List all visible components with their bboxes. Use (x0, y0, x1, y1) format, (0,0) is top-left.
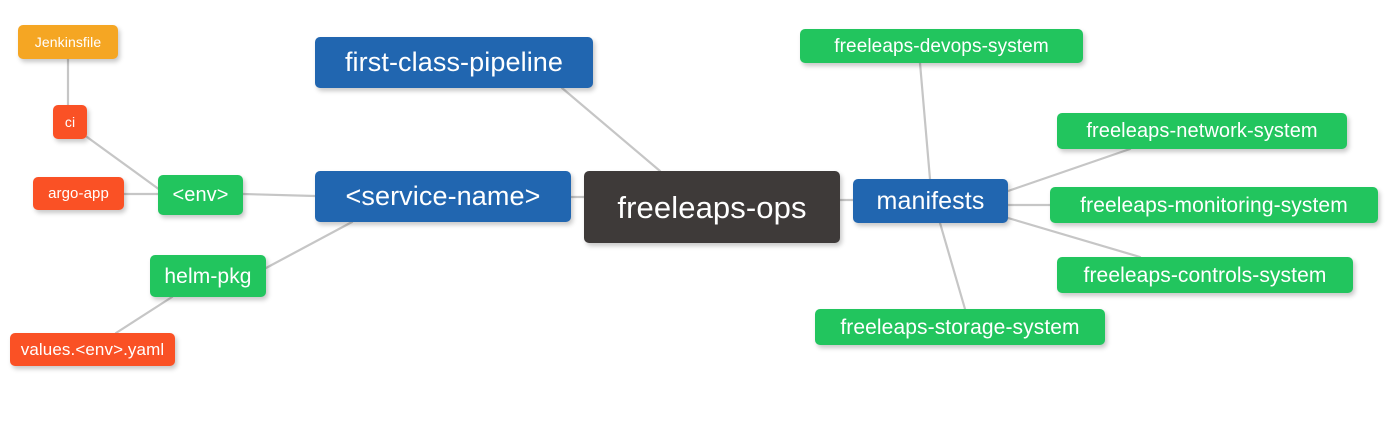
node-label: argo-app (48, 185, 109, 202)
node-ci[interactable]: ci (53, 105, 87, 139)
edge-manifests-controls-system (1006, 216, 1142, 259)
node-label: manifests (876, 186, 985, 215)
node-label: freeleaps-devops-system (834, 35, 1049, 57)
node-label: <service-name> (345, 181, 541, 211)
node-freeleaps-controls-system[interactable]: freeleaps-controls-system (1057, 257, 1353, 293)
node-label: freeleaps-ops (617, 189, 807, 225)
node-label: ci (64, 114, 76, 130)
node-label: Jenkinsfile (34, 34, 102, 50)
edge-first-class-freeleaps-ops (560, 86, 662, 173)
edge-env-service-name (241, 192, 317, 198)
node-env[interactable]: <env> (158, 175, 243, 215)
node-label: values.<env>.yaml (20, 340, 165, 359)
edge-manifests-network-system (1006, 147, 1132, 193)
edge-manifests-devops-system (918, 61, 932, 181)
edge-helm-pkg-values (114, 295, 174, 335)
node-label: helm-pkg (164, 264, 252, 288)
node-freeleaps-storage-system[interactable]: freeleaps-storage-system (815, 309, 1105, 345)
node-first-class-pipeline[interactable]: first-class-pipeline (315, 37, 593, 88)
node-manifests[interactable]: manifests (853, 179, 1008, 223)
node-freeleaps-network-system[interactable]: freeleaps-network-system (1057, 113, 1347, 149)
node-label: freeleaps-network-system (1086, 120, 1318, 142)
node-freeleaps-ops-root[interactable]: freeleaps-ops (584, 171, 840, 243)
node-argo-app[interactable]: argo-app (33, 177, 124, 210)
node-freeleaps-devops-system[interactable]: freeleaps-devops-system (800, 29, 1083, 63)
node-label: <env> (172, 184, 229, 206)
node-freeleaps-monitoring-system[interactable]: freeleaps-monitoring-system (1050, 187, 1378, 223)
edge-service-name-helm-pkg (264, 220, 354, 270)
node-values-env-yaml[interactable]: values.<env>.yaml (10, 333, 175, 366)
node-label: freeleaps-monitoring-system (1080, 193, 1348, 217)
node-label: first-class-pipeline (344, 47, 564, 77)
node-helm-pkg[interactable]: helm-pkg (150, 255, 266, 297)
node-service-name[interactable]: <service-name> (315, 171, 571, 222)
edge-manifests-storage-system (938, 221, 967, 311)
node-label: freeleaps-storage-system (840, 315, 1080, 339)
node-jenkinsfile[interactable]: Jenkinsfile (18, 25, 118, 59)
node-label: freeleaps-controls-system (1083, 263, 1327, 287)
